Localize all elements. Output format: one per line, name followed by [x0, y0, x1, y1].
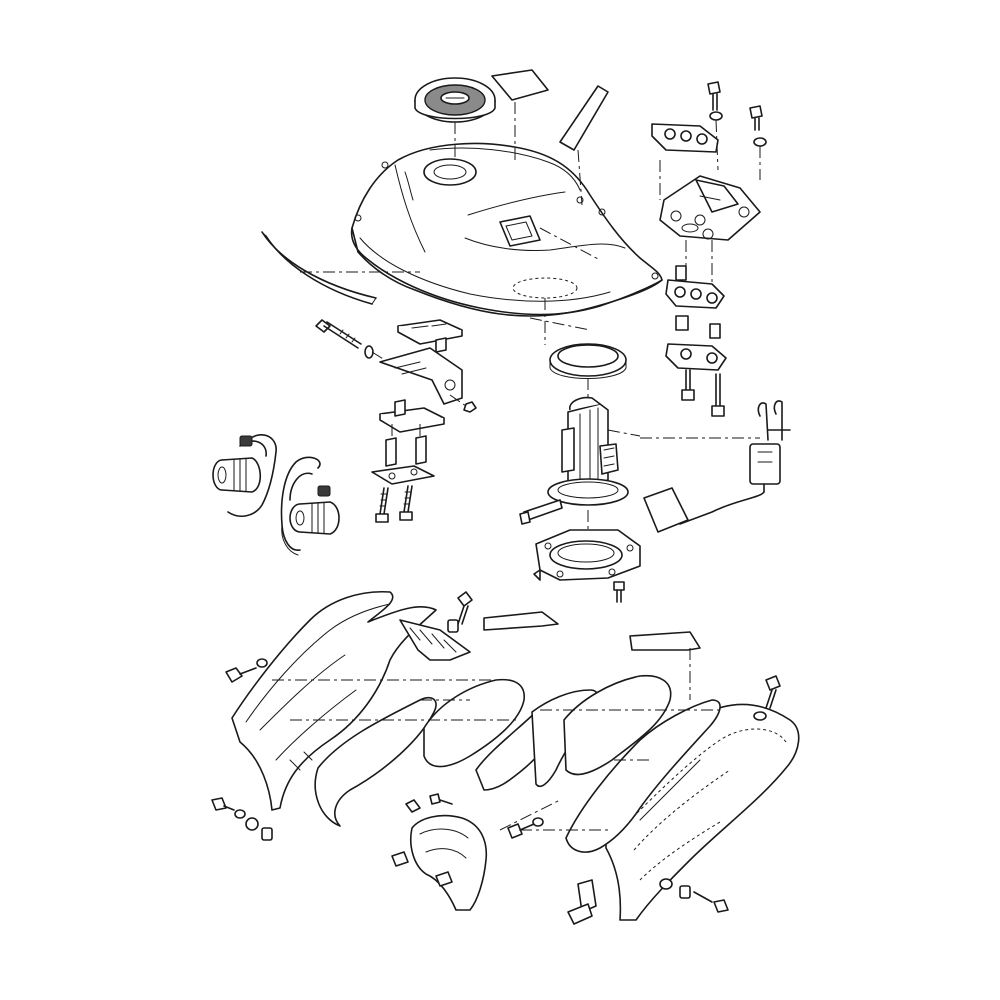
tank-side-rubber-strip: [261, 231, 377, 305]
fuel-cap-seal: [414, 77, 496, 123]
tank-leader-lines: [300, 102, 601, 345]
side-shrouds-left: [211, 590, 525, 841]
fuel-level-sender: [640, 400, 791, 533]
air-duct-cover: [391, 793, 561, 911]
tank-rear-bracket: [651, 81, 767, 417]
label-pad: [491, 69, 549, 101]
tank-edge-strip: [559, 85, 609, 151]
fuel-tank: [350, 142, 663, 317]
hose-clamps: [212, 433, 340, 556]
side-shrouds-right: [475, 611, 800, 925]
fuel-pump-assembly: [519, 343, 641, 603]
tank-mounting-bracket: [315, 319, 477, 523]
